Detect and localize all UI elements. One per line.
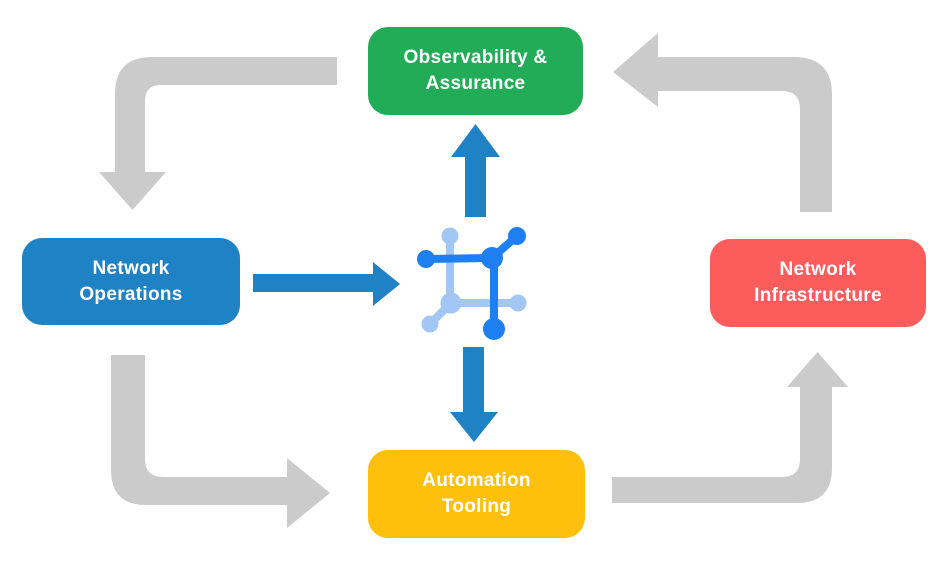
hub-node-bottom (483, 318, 505, 340)
hub-node-bottom-left (421, 315, 439, 333)
node-label-line: Network (92, 257, 170, 279)
hub-node-top-right (508, 227, 526, 245)
flow-arrow-hub-to-automation (450, 347, 498, 442)
node-label-line: Automation (422, 470, 531, 491)
cycle-arrow-operations-to-automation (111, 355, 330, 528)
node-label-line: Assurance (425, 73, 526, 94)
cycle-arrow-automation-to-infrastructure (612, 352, 848, 503)
hub-node-top (441, 227, 459, 245)
hub-corner-top-right (481, 247, 503, 269)
node-network-operations: Network Operations (22, 238, 240, 325)
hub-node-left (417, 250, 435, 268)
node-label-line: Network (779, 259, 857, 280)
hub-line-top-side (425, 254, 493, 263)
node-label-line: Observability & (403, 47, 548, 68)
node-label-line: Tooling (441, 496, 512, 517)
hub-node-bottom-right-light (509, 294, 527, 312)
cycle-arrow-infrastructure-to-observability (613, 33, 832, 212)
cycle-arrow-observability-to-operations (99, 57, 337, 210)
hub-corner-bottom-left (440, 292, 462, 314)
node-network-infrastructure: Network Infrastructure (710, 239, 926, 327)
flow-arrow-hub-to-observability (451, 124, 500, 217)
node-observability-assurance: Observability & Assurance (368, 27, 583, 115)
node-automation-tooling: Automation Tooling (368, 450, 585, 538)
node-label-line: Infrastructure (754, 285, 882, 306)
flow-arrow-operations-to-hub (253, 262, 400, 306)
node-label-line: Operations (79, 283, 183, 305)
network-hub-icon (417, 227, 527, 340)
